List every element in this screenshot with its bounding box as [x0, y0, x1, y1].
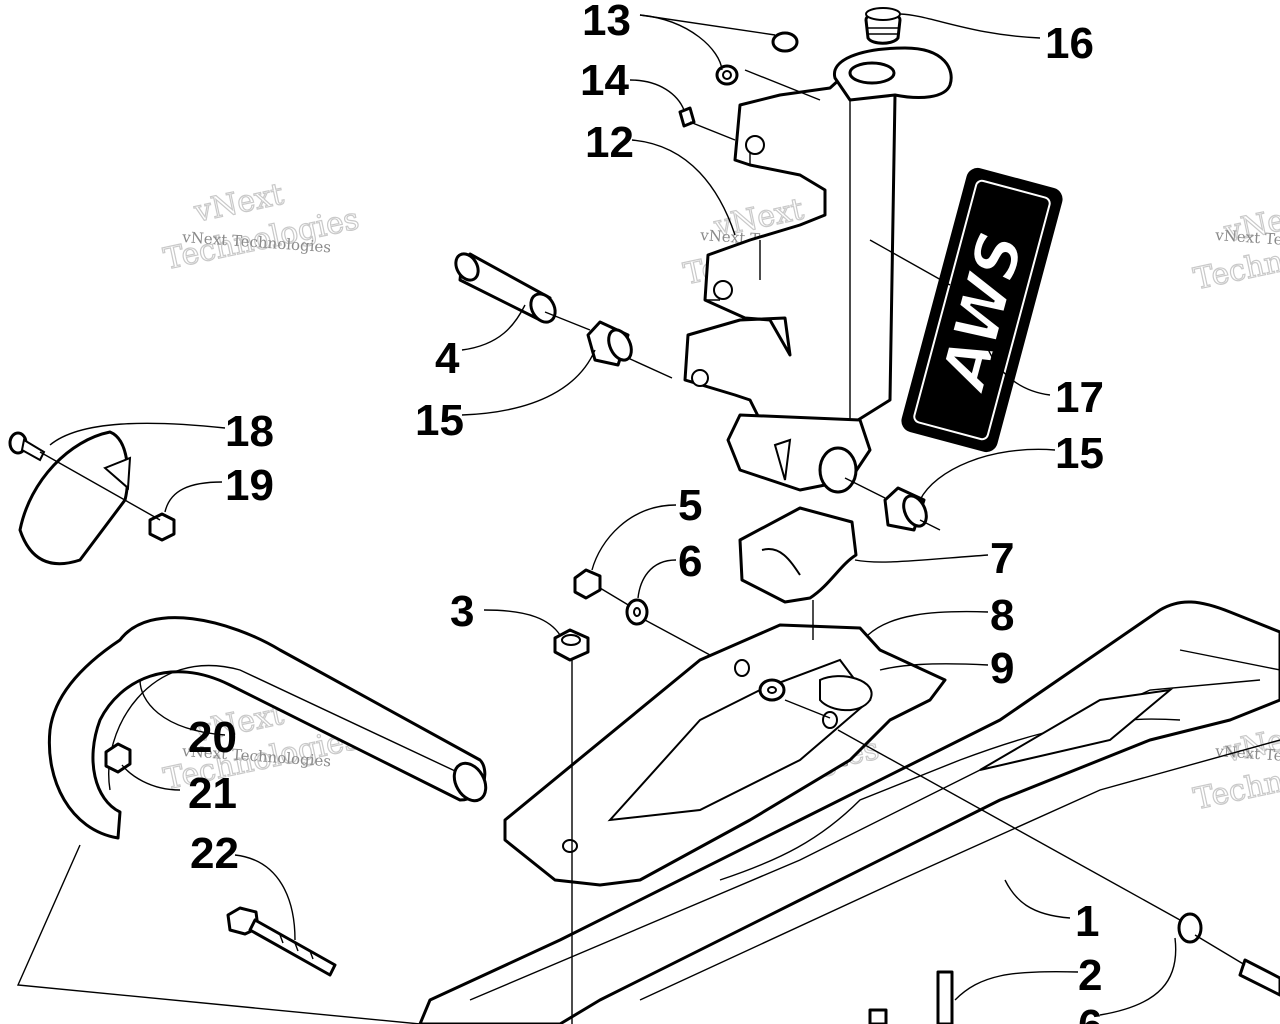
leader-lines — [16, 13, 1246, 1024]
stud-part — [868, 970, 954, 1024]
bolt-part — [8, 431, 46, 462]
callout-20: 20 — [188, 713, 237, 762]
callout-labels: 13 14 12 16 4 15 17 15 18 19 5 6 7 3 8 9… — [188, 0, 1104, 1024]
callout-22: 22 — [190, 829, 239, 878]
washer-part — [715, 31, 799, 86]
decal-part: AWS — [901, 167, 1063, 453]
nut-part — [553, 628, 590, 662]
bolt-part — [226, 906, 337, 977]
pin-part — [454, 252, 557, 324]
washer-part — [625, 598, 649, 626]
callout-9: 9 — [990, 644, 1014, 693]
bolt-part — [1238, 958, 1280, 997]
callout-19: 19 — [225, 461, 274, 510]
ski-saddle-plate-part — [503, 623, 947, 887]
watermark: vNext Technologies — [160, 176, 363, 278]
callout-14: 14 — [580, 56, 629, 105]
callout-6b: 6 — [1078, 1001, 1102, 1024]
callout-18: 18 — [225, 407, 274, 456]
ski-part — [418, 600, 1280, 1024]
nut-part — [104, 742, 132, 774]
callout-6a: 6 — [678, 537, 702, 586]
callout-4: 4 — [435, 334, 460, 383]
callout-21: 21 — [188, 769, 237, 818]
bushing-part — [586, 320, 633, 367]
nut-part — [573, 568, 602, 600]
skid-guard-part — [18, 430, 132, 566]
callout-13: 13 — [582, 0, 631, 45]
callout-12: 12 — [585, 118, 634, 167]
bushing-part — [883, 486, 928, 532]
nut-part — [148, 512, 176, 542]
callout-15a: 15 — [415, 396, 464, 445]
saddle-block-part — [738, 506, 858, 604]
callout-16: 16 — [1045, 19, 1094, 68]
callout-7: 7 — [990, 534, 1014, 583]
washer-part — [1177, 912, 1203, 944]
callout-17: 17 — [1055, 373, 1104, 422]
washer-part — [758, 678, 786, 702]
callout-8: 8 — [990, 591, 1014, 640]
spindle-part — [683, 46, 953, 494]
callout-1: 1 — [1075, 897, 1099, 946]
callout-3: 3 — [450, 587, 474, 636]
callout-5: 5 — [678, 481, 702, 530]
cap-plug-part — [864, 7, 902, 45]
callout-2: 2 — [1078, 951, 1102, 1000]
callout-15b: 15 — [1055, 429, 1104, 478]
